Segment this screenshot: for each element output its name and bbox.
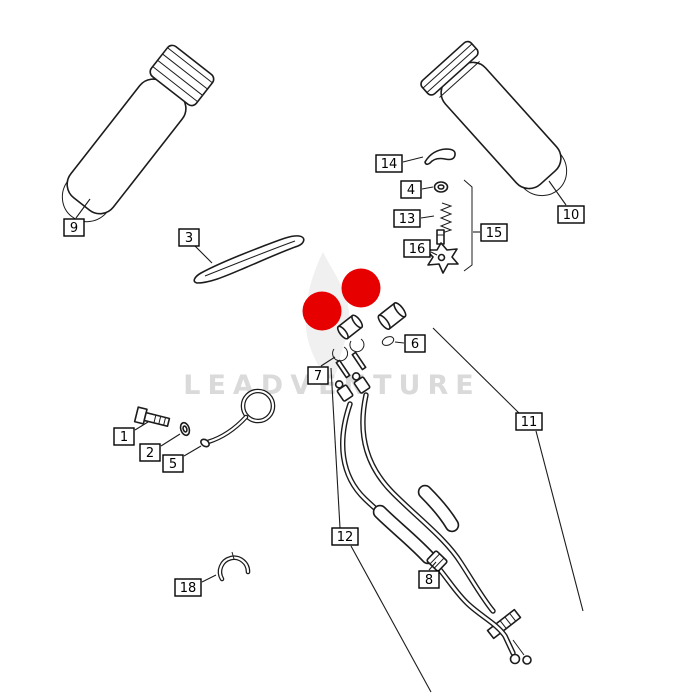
leader-line-18 [201, 574, 217, 583]
clip-part [217, 551, 251, 582]
part-label-5-text: 5 [169, 457, 177, 472]
leader-line-13 [420, 215, 435, 219]
leader-line-8 [428, 561, 437, 571]
bracket-15 [463, 179, 473, 272]
part-label-12[interactable]: 12 [331, 527, 359, 546]
left-grip-part [61, 44, 215, 223]
retainer-part [424, 148, 456, 166]
collar-part [336, 314, 364, 340]
part-label-1[interactable]: 1 [113, 427, 135, 446]
snap-clip-part [332, 338, 365, 362]
o-ring-part [381, 336, 395, 346]
part-label-12-text: 12 [337, 530, 354, 545]
cam-part [425, 242, 459, 274]
leader-line-5 [183, 445, 202, 457]
throttle-cables [334, 372, 532, 665]
leader-line-2 [160, 433, 181, 447]
part-label-14[interactable]: 14 [375, 154, 403, 173]
part-label-4-text: 4 [407, 183, 415, 198]
leader-line-16 [430, 251, 438, 256]
leader-line-4 [421, 186, 434, 190]
leader-line-1 [134, 421, 149, 431]
leader-line-9 [75, 198, 91, 219]
part-label-2-text: 2 [146, 446, 154, 461]
part-label-9-text: 9 [70, 221, 78, 236]
part-label-11[interactable]: 11 [515, 412, 543, 431]
part-label-18-text: 18 [180, 581, 197, 596]
lever-part [193, 235, 305, 284]
leader-lines [75, 156, 567, 583]
part-label-3[interactable]: 3 [178, 228, 200, 247]
cam-shaft-part [436, 229, 445, 245]
cable-top-fitting [351, 372, 371, 394]
part-label-16-text: 16 [409, 242, 426, 257]
bolt-part [133, 406, 171, 428]
part-label-6-text: 6 [411, 337, 419, 352]
washer-part [179, 421, 191, 437]
cable-top-fitting [334, 380, 354, 402]
part-label-18[interactable]: 18 [174, 578, 202, 597]
leader-line-7 [320, 356, 336, 367]
bracket-12 [330, 367, 432, 693]
part-label-1-text: 1 [120, 430, 128, 445]
leader-line-14 [402, 156, 424, 163]
leader-line-6 [394, 341, 405, 344]
part-label-5[interactable]: 5 [162, 454, 184, 473]
part-label-16[interactable]: 16 [403, 239, 431, 258]
part-label-3-text: 3 [185, 231, 193, 246]
right-grip-part [420, 40, 568, 197]
part-label-14-text: 14 [381, 157, 398, 172]
part-label-4[interactable]: 4 [400, 180, 422, 199]
part-label-10[interactable]: 10 [557, 205, 585, 224]
nut-part [433, 181, 449, 193]
bracket-11 [432, 327, 584, 612]
cable-stud-part [335, 351, 367, 379]
part-label-15-text: 15 [486, 226, 503, 241]
part-label-8[interactable]: 8 [418, 570, 440, 589]
cable-guide-part [200, 388, 276, 448]
part-label-10-text: 10 [563, 208, 580, 223]
leader-line-10 [548, 180, 567, 206]
part-label-7[interactable]: 7 [307, 366, 329, 385]
spring-part [439, 202, 453, 234]
part-label-7-text: 7 [314, 369, 322, 384]
highlight-marker-1[interactable] [302, 291, 342, 331]
highlight-marker-2[interactable] [341, 268, 381, 308]
part-label-13[interactable]: 13 [393, 209, 421, 228]
part-label-6[interactable]: 6 [404, 334, 426, 353]
part-label-11-text: 11 [521, 415, 538, 430]
part-label-2[interactable]: 2 [139, 443, 161, 462]
part-label-13-text: 13 [399, 212, 416, 227]
part-label-15[interactable]: 15 [480, 223, 508, 242]
leader-line-3 [194, 245, 213, 264]
cable-nipple [509, 653, 521, 665]
part-label-8-text: 8 [425, 573, 433, 588]
part-label-9[interactable]: 9 [63, 218, 85, 237]
cable-nipple [522, 655, 532, 665]
bushing-part [377, 302, 407, 330]
